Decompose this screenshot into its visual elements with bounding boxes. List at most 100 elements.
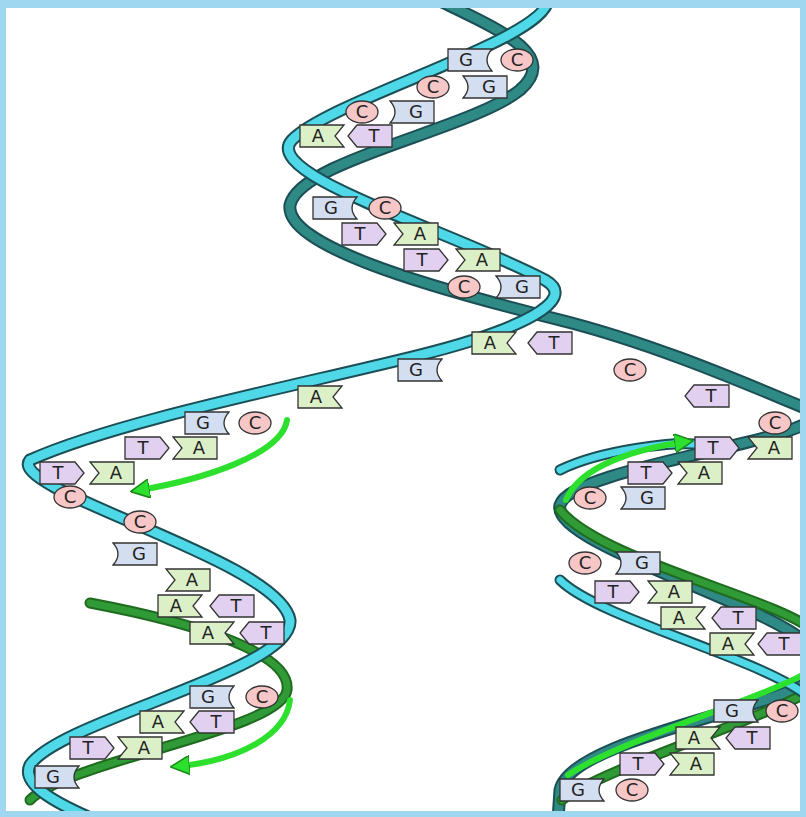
new-strand-outline bbox=[560, 510, 806, 630]
base-letter: T bbox=[615, 752, 661, 776]
base-shape: G bbox=[312, 196, 358, 220]
base-letter: A bbox=[705, 632, 751, 656]
base-letter: T bbox=[729, 726, 775, 750]
base-letter: T bbox=[120, 436, 166, 460]
base-letter: T bbox=[715, 606, 761, 630]
new-strand bbox=[560, 510, 806, 630]
base-shape: A bbox=[117, 736, 163, 760]
base-shape: A bbox=[89, 461, 135, 485]
base-shape: A bbox=[189, 621, 235, 645]
base-shape: A bbox=[172, 436, 218, 460]
base-shape: T bbox=[239, 621, 285, 645]
base-fill bbox=[346, 101, 378, 123]
base-shape: C bbox=[416, 75, 450, 99]
base-shape: C bbox=[368, 196, 402, 220]
base-letter: G bbox=[624, 486, 670, 510]
base-letter: G bbox=[180, 411, 226, 435]
base-letter: A bbox=[656, 606, 702, 630]
base-shape: A bbox=[139, 710, 185, 734]
base-letter: T bbox=[688, 384, 734, 408]
base-letter: A bbox=[651, 580, 697, 604]
base-letter: T bbox=[351, 124, 397, 148]
base-shape: A bbox=[157, 594, 203, 618]
base-letter: A bbox=[169, 568, 215, 592]
base-shape: A bbox=[747, 436, 793, 460]
base-shape: T bbox=[527, 331, 573, 355]
base-fill bbox=[239, 412, 271, 434]
base-letter: T bbox=[337, 222, 383, 246]
base-shape: A bbox=[393, 222, 439, 246]
base-fill bbox=[54, 486, 86, 508]
base-letter: A bbox=[681, 461, 727, 485]
base-shape: G bbox=[447, 48, 493, 72]
base-fill bbox=[448, 276, 480, 298]
base-shape: T bbox=[403, 248, 449, 272]
base-letter: C bbox=[758, 411, 792, 435]
base-letter: C bbox=[123, 510, 157, 534]
base-letter: T bbox=[243, 621, 289, 645]
base-shape: C bbox=[573, 486, 607, 510]
base-letter: G bbox=[30, 765, 76, 789]
template-strand bbox=[558, 680, 806, 817]
base-fill bbox=[417, 76, 449, 98]
base-shape: A bbox=[165, 568, 211, 592]
base-shape: G bbox=[495, 275, 541, 299]
base-shape: G bbox=[620, 486, 666, 510]
base-letter: G bbox=[443, 48, 489, 72]
base-letter: C bbox=[345, 100, 379, 124]
base-letter: G bbox=[619, 551, 665, 575]
base-shape: C bbox=[345, 100, 379, 124]
base-shape: T bbox=[711, 606, 757, 630]
base-letter: G bbox=[499, 275, 545, 299]
base-letter: T bbox=[193, 710, 239, 734]
base-shape: G bbox=[112, 542, 158, 566]
base-letter: T bbox=[761, 632, 806, 656]
base-shape: T bbox=[39, 461, 85, 485]
base-letter: A bbox=[459, 248, 505, 272]
template-strand-outline bbox=[28, 0, 555, 817]
base-letter: A bbox=[185, 621, 231, 645]
base-shape: C bbox=[447, 275, 481, 299]
base-shape: A bbox=[675, 726, 721, 750]
base-shape: T bbox=[627, 461, 673, 485]
base-shape: T bbox=[594, 580, 640, 604]
base-letter: A bbox=[397, 222, 443, 246]
base-shape: C bbox=[613, 358, 647, 382]
base-shape: G bbox=[389, 100, 435, 124]
base-shape: C bbox=[245, 685, 279, 709]
base-letter: A bbox=[467, 331, 513, 355]
base-shape: A bbox=[455, 248, 501, 272]
base-letter: G bbox=[709, 699, 755, 723]
base-shape: G bbox=[397, 358, 443, 382]
base-shape: G bbox=[462, 75, 508, 99]
base-letter: G bbox=[185, 685, 231, 709]
base-shape: A bbox=[471, 331, 517, 355]
base-shape: C bbox=[758, 411, 792, 435]
base-letter: A bbox=[153, 594, 199, 618]
base-letter: A bbox=[293, 385, 339, 409]
base-letter: C bbox=[245, 685, 279, 709]
base-letter: T bbox=[65, 736, 111, 760]
template-strand bbox=[560, 420, 806, 650]
base-fill bbox=[616, 779, 648, 801]
base-shape: T bbox=[69, 736, 115, 760]
base-letter: C bbox=[615, 778, 649, 802]
base-shape: C bbox=[53, 485, 87, 509]
base-letter: C bbox=[613, 358, 647, 382]
base-letter: G bbox=[393, 100, 439, 124]
base-shape: T bbox=[341, 222, 387, 246]
base-shape: T bbox=[189, 710, 235, 734]
base-letter: C bbox=[573, 486, 607, 510]
base-letter: C bbox=[568, 551, 602, 575]
base-shape: A bbox=[299, 124, 345, 148]
base-shape: T bbox=[124, 436, 170, 460]
base-shape: G bbox=[184, 411, 230, 435]
base-fill bbox=[501, 49, 533, 71]
base-shape: A bbox=[709, 632, 755, 656]
base-letter: T bbox=[399, 248, 445, 272]
base-fill bbox=[369, 197, 401, 219]
base-shape: A bbox=[297, 385, 343, 409]
base-shape: C bbox=[238, 411, 272, 435]
base-letter: G bbox=[555, 778, 601, 802]
